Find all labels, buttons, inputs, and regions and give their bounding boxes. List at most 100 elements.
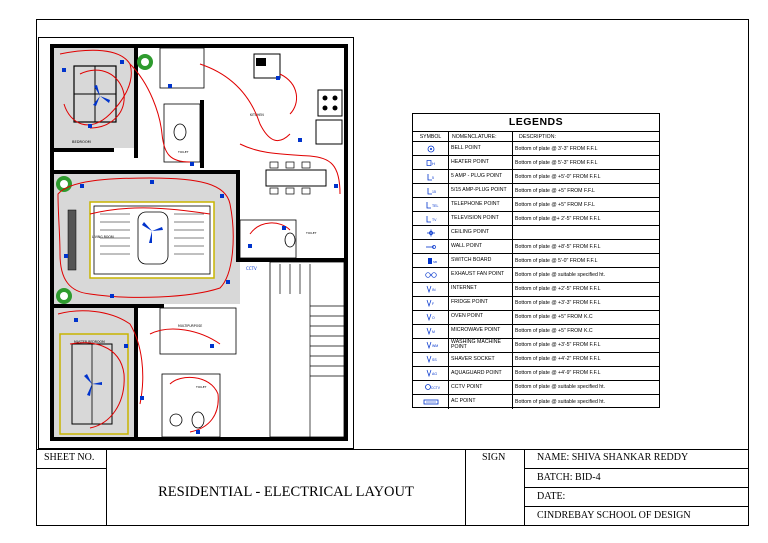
legend-symbol: IN: [413, 282, 449, 296]
legend-description: Bottom of plate @ +8'-5" FROM F.F.L: [515, 243, 601, 250]
fridge-icon: F: [426, 299, 434, 308]
legend-symbol: F: [413, 296, 449, 310]
fixture-points: [62, 60, 338, 434]
legend-description: Bottom of plate @ +4'-2" FROM F.F.L: [515, 356, 601, 363]
ceiling-point-icon: [426, 229, 435, 237]
legend-nomenclature: 5/15 AMP-PLUG POINT: [449, 184, 513, 198]
date-label: DATE:: [537, 491, 566, 502]
legend-row: CEILING POINT: [413, 226, 659, 241]
legend-nomenclature: AQUAGUARD POINT: [449, 366, 513, 380]
washing-machine-icon: WM: [426, 342, 438, 350]
room-label-multipurpose: MULTIPURPOSE: [178, 324, 202, 328]
batch: BATCH: BID-4: [537, 472, 601, 483]
legend-nomenclature: TELEPHONE POINT: [449, 198, 513, 212]
room-label-toilet-3: TOILET: [195, 385, 207, 389]
legend-description: Bottom of plate @ +2'-5" FROM F.F.L: [515, 286, 601, 293]
legend-symbol: TEL: [413, 198, 449, 212]
plug-5amp-icon: 5: [427, 173, 434, 181]
television-icon: TV: [426, 215, 437, 223]
exhaust-fan-icon: [424, 272, 437, 278]
legend-header-symbol: SYMBOL: [413, 132, 449, 141]
sign-label: SIGN: [482, 452, 506, 463]
legend-description: Bottom of plate @ 5'-0" FROM F.F.L: [515, 257, 598, 264]
legend-nomenclature: SHAVER SOCKET: [449, 352, 513, 366]
legend-nomenclature: SWITCH BOARD: [449, 254, 513, 268]
legend-symbol: [413, 394, 449, 409]
legend-description: Bottom of plate @ +5" FROM K.C: [515, 314, 593, 321]
title-block-divider: [524, 487, 749, 488]
svg-text:O: O: [432, 316, 435, 320]
svg-text:TV: TV: [432, 218, 437, 222]
legend-description: Bottom of plate @ +5" FROM K.C: [515, 328, 593, 335]
legend-symbol: [413, 226, 449, 240]
room-label-toilet-1: TOILET: [177, 150, 189, 154]
legend-nomenclature: CCTV POINT: [449, 380, 513, 394]
svg-text:F: F: [432, 302, 434, 306]
drawing-sheet: [36, 19, 749, 526]
room-label-toilet-2: TOILET: [305, 231, 317, 235]
room-label-living: LIVING ROOM: [92, 235, 114, 239]
room-label-kitchen: KITCHEN: [250, 113, 264, 117]
svg-text:SB: SB: [433, 260, 437, 264]
ceiling-fan-icon: [84, 85, 163, 396]
title-block-divider: [36, 468, 106, 469]
room-label-master-bedroom: MASTER BEDROOM: [74, 340, 105, 344]
legend-nomenclature: HEATER POINT: [449, 156, 513, 170]
svg-text:AG: AG: [432, 372, 437, 376]
svg-text:CCTV: CCTV: [431, 386, 441, 390]
legend-symbol: WM: [413, 338, 449, 352]
bedroom-floor: [54, 48, 134, 148]
legend-symbol: CCTV: [413, 380, 449, 394]
oven-icon: O: [426, 314, 435, 322]
legend-symbol: [413, 268, 449, 282]
room-label-bedroom: BEDROOM: [72, 140, 91, 144]
svg-text:M: M: [432, 330, 435, 334]
legend-nomenclature: CEILING POINT: [449, 226, 513, 240]
legend-nomenclature: TELEVISION POINT: [449, 212, 513, 226]
legend-description: Bottom of plate @ +5" FROM F.F.L: [515, 201, 595, 208]
cctv-label: CCTV: [246, 266, 257, 271]
plan-frame: [38, 37, 354, 449]
legend-nomenclature: AC POINT: [449, 394, 513, 409]
svg-text:H: H: [432, 161, 435, 166]
legend-nomenclature: MICROWAVE POINT: [449, 324, 513, 338]
legend-header-description: DESCRIPTION:: [519, 133, 556, 140]
legend-description: Bottom of plate @ suitable specified ht.: [515, 398, 606, 405]
legend-symbol: 15: [413, 184, 449, 198]
title-block-divider: [524, 468, 749, 469]
switch-board-icon: SB: [427, 257, 437, 264]
legend-description: Bottom of plate @ 3'-3" FROM F.F.L: [515, 145, 598, 152]
legend-description: Bottom of plate @ +5" FROM F.F.L: [515, 187, 595, 194]
legend-nomenclature: 5 AMP - PLUG POINT: [449, 170, 513, 184]
legend-nomenclature: BELL POINT: [449, 142, 513, 156]
legend-nomenclature: WASHING MACHINE POINT: [449, 338, 513, 352]
wiring: [57, 49, 341, 433]
svg-text:15: 15: [432, 190, 436, 194]
svg-text:5: 5: [432, 176, 434, 180]
legend-symbol: M: [413, 324, 449, 338]
heater-icon: H: [426, 159, 435, 166]
author-name: NAME: SHIVA SHANKAR REDDY: [537, 452, 689, 463]
title-block-divider: [524, 506, 749, 507]
legend-description: Bottom of plate @ +3'-3" FROM F.F.L: [515, 300, 601, 307]
internet-icon: IN: [426, 285, 435, 294]
legend-description: Bottom of plate @ suitable specified ht.: [515, 271, 606, 278]
microwave-icon: M: [426, 328, 435, 336]
legend-symbol: [413, 240, 449, 254]
svg-text:TEL: TEL: [432, 204, 438, 208]
title-block-top-border: [36, 449, 749, 450]
aquaguard-icon: AG: [426, 370, 437, 378]
